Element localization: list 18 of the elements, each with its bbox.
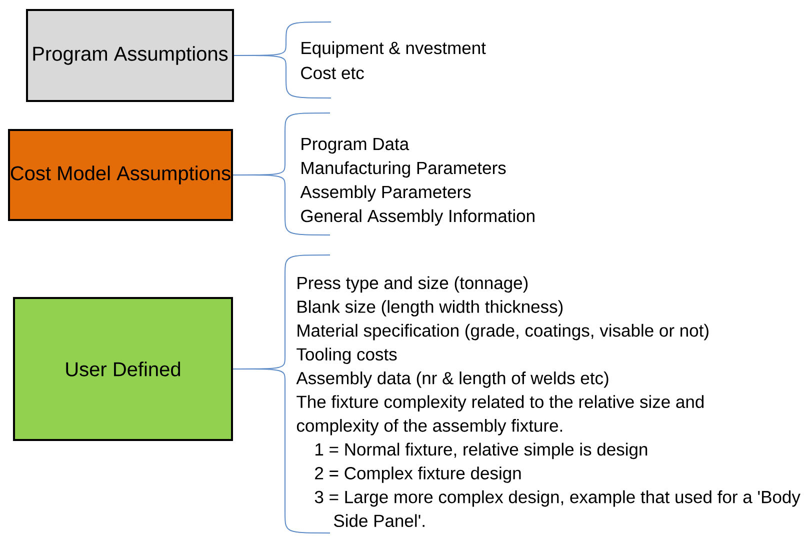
list-item: General Assembly Information — [301, 209, 534, 226]
list-item: Tooling costs — [296, 348, 397, 364]
list-item: Manufacturing Parameters — [302, 161, 506, 178]
list-item: Cost etc — [301, 66, 364, 80]
category-box: Program Assumptions — [26, 9, 234, 102]
list-item: Material specification (grade, coatings, visable or not) — [298, 324, 708, 340]
list-item: 3 = Large more complex design, example that used for a 'Body Side Panel'. — [314, 490, 800, 528]
list-item: 1 = Normal fixture, relative simple is design — [316, 442, 648, 460]
category-box: Cost Model Assumptions — [8, 128, 233, 221]
list-item: The fixture complexity related to the relative size and complexity of the assembly fixture. — [296, 395, 704, 436]
list-item: Press type and size (tonnage) — [298, 276, 528, 293]
list-item: Equipment & nvestment — [302, 41, 486, 58]
category-box: User Defined — [13, 296, 233, 441]
list-item: Program Data — [302, 138, 410, 154]
list-item: Assembly data (nr & length of welds etc) — [296, 372, 608, 388]
list-item: Assembly Parameters — [300, 185, 471, 202]
list-item: 2 = Complex fixture design — [315, 466, 521, 483]
list-item: Blank size (length width thickness) — [298, 300, 563, 316]
